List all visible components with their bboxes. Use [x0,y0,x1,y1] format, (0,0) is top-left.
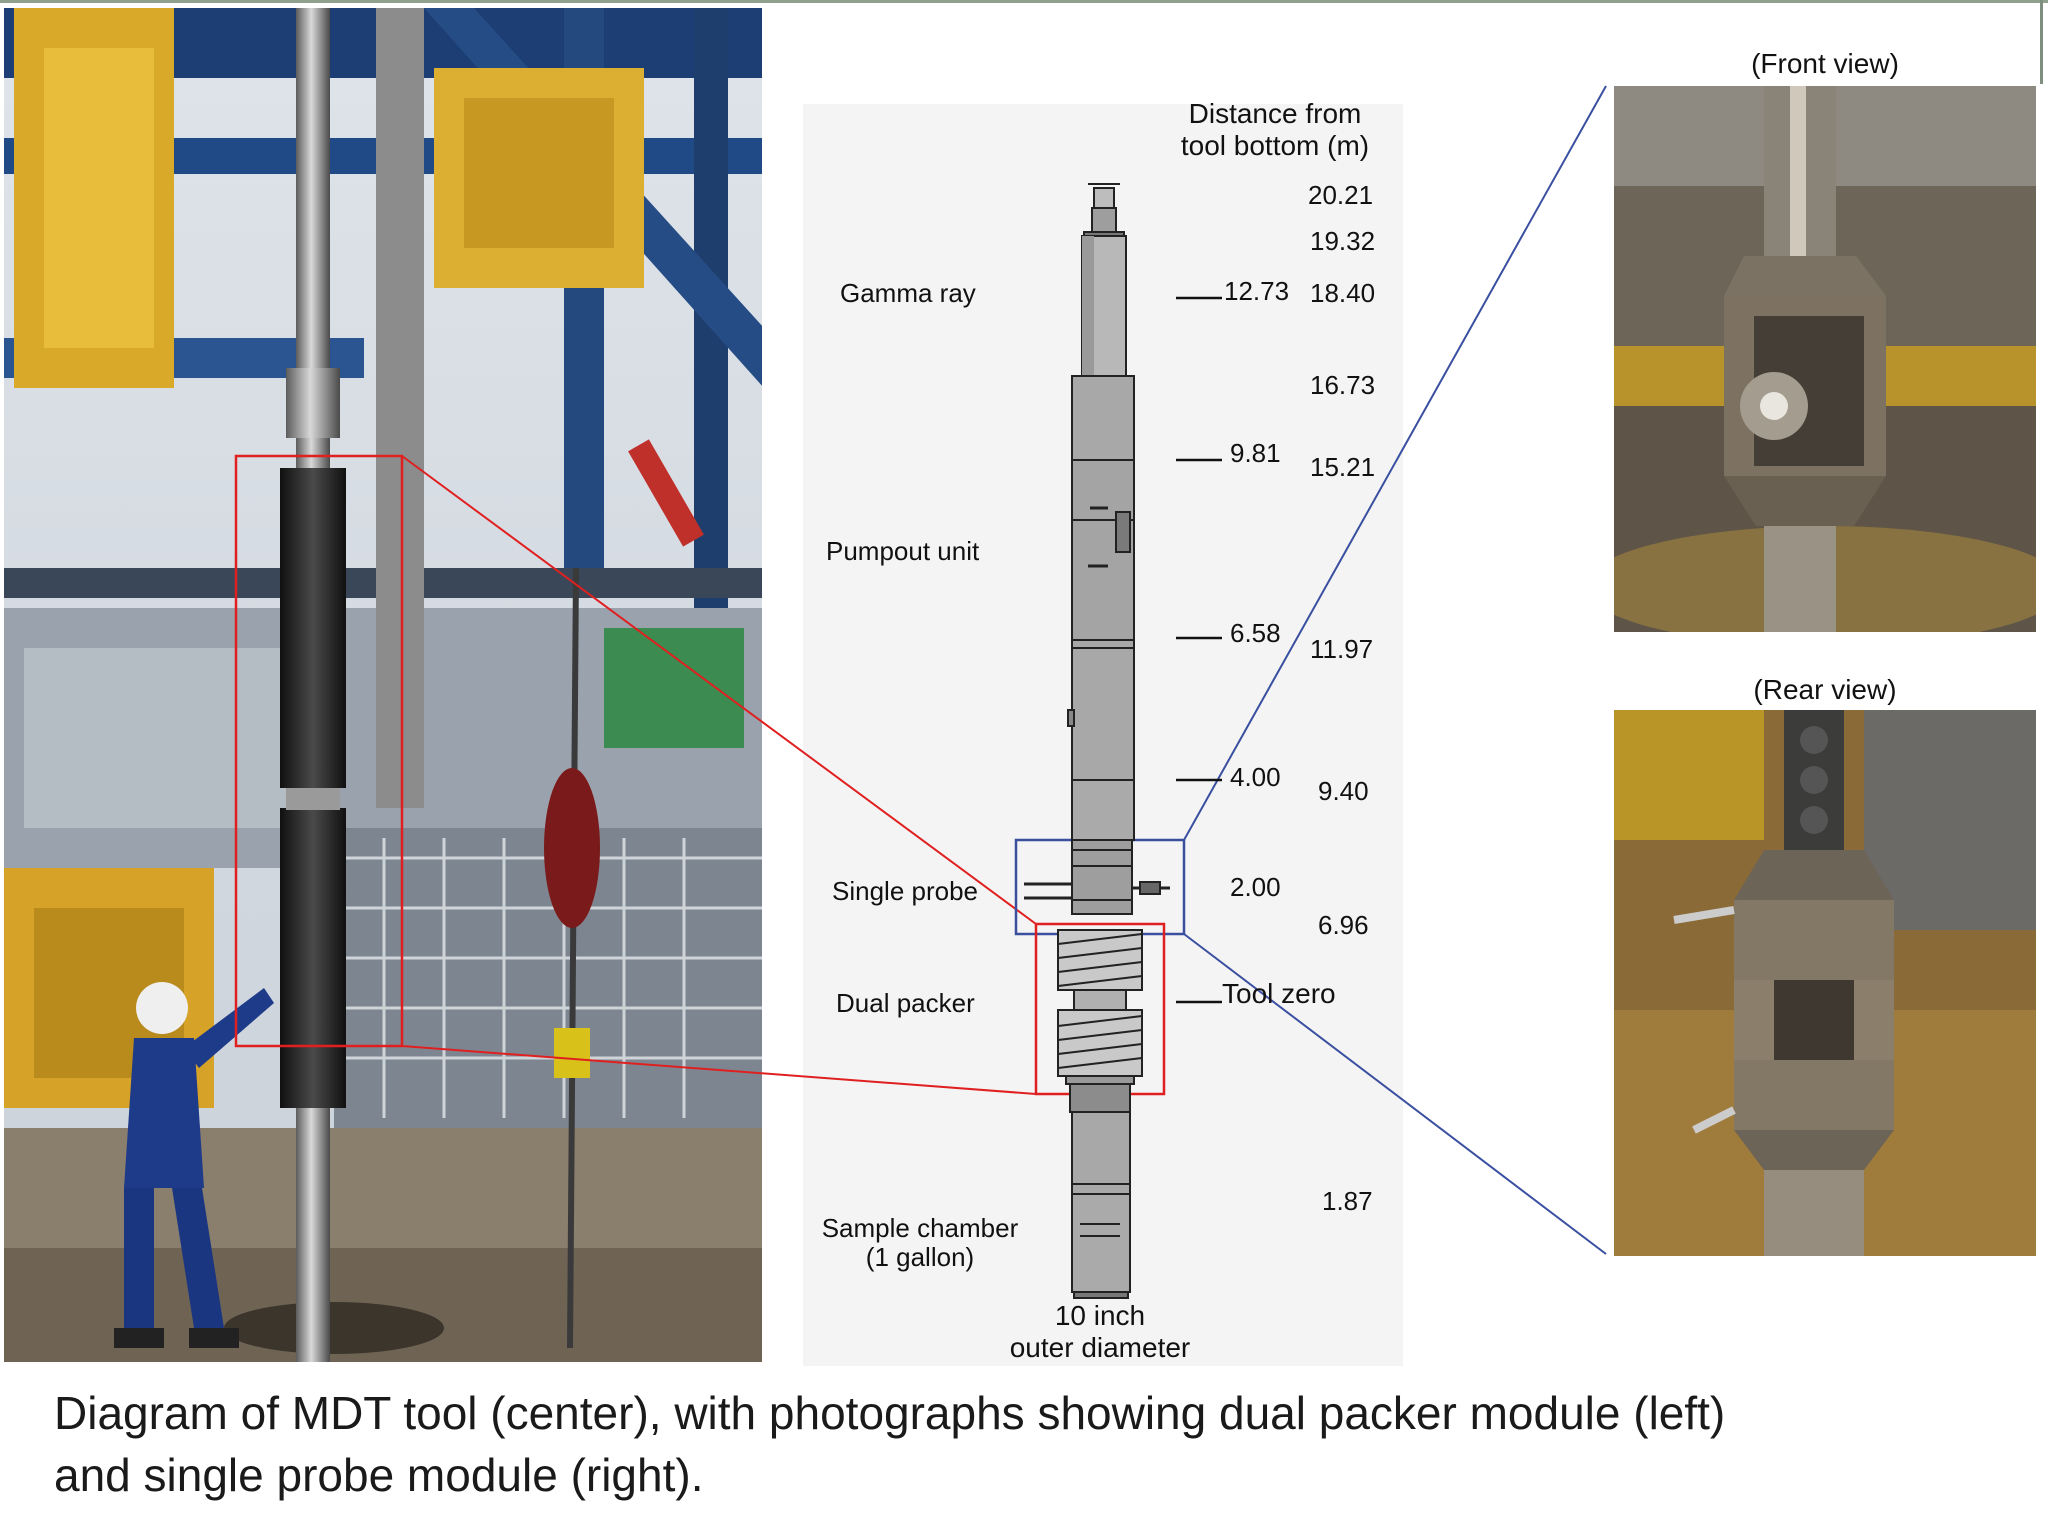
dual-packer-photo [4,8,762,1362]
rear-view-photo-illustration [1614,710,2036,1256]
distance-value-4: 16.73 [1310,370,1376,400]
photo-highlight-box [234,454,404,1048]
caption-line1: Diagram of MDT tool (center), with photo… [54,1387,1726,1439]
distance-value-5: 15.21 [1310,452,1376,482]
sample-chamber-line2: (1 gallon) [865,1242,975,1272]
diameter-line1: 10 inch [1054,1300,1146,1331]
tick-value-1: 12.73 [1224,276,1290,306]
distance-value-6: 11.97 [1310,634,1374,664]
dual-packer-photo-illustration [4,8,762,1362]
figure-caption: Diagram of MDT tool (center), with photo… [54,1382,2014,1506]
diameter-label: 10 inch outer diameter [960,1300,1240,1364]
rear-view-photo [1614,710,2036,1256]
label-single-probe: Single probe [832,876,978,906]
sample-chamber-line1: Sample chamber [821,1213,1019,1243]
label-tool-zero: Tool zero [1222,978,1336,1009]
front-view-photo [1614,86,2036,632]
front-view-label: (Front view) [1751,48,1899,79]
distance-value-1: 20.21 [1308,180,1374,210]
label-pumpout-unit: Pumpout unit [826,536,980,566]
tick-value-4: 4.00 [1230,762,1281,792]
photo-connector-bottom [401,1045,1037,1095]
distance-ticks [1176,296,1222,1004]
probe-connector-bottom [1183,933,1607,1255]
probe-connector-top [1183,85,1607,841]
tick-value-2: 9.81 [1230,438,1281,468]
right-border [2040,0,2043,84]
caption-line2: and single probe module (right). [54,1449,704,1501]
mdt-tool-string [1024,183,1170,1299]
diameter-line2: outer diameter [1009,1332,1191,1363]
distance-value-3: 18.40 [1310,278,1376,308]
distance-value-9: 1.87 [1322,1186,1373,1216]
front-view-photo-illustration [1614,86,2036,632]
distance-value-8: 6.96 [1318,910,1369,940]
rear-view-label: (Rear view) [1753,674,1897,705]
distance-value-7: 9.40 [1318,776,1369,806]
label-sample-chamber: Sample chamber (1 gallon) [796,1214,1044,1272]
distance-header: Distance from tool bottom (m) [1150,98,1400,162]
tick-value-3: 6.58 [1230,618,1281,648]
distance-header-line2: tool bottom (m) [1180,130,1370,161]
photo-connector-top [401,455,1037,925]
top-border [0,0,2048,3]
label-dual-packer: Dual packer [836,988,975,1018]
distance-value-2: 19.32 [1310,226,1376,256]
tick-value-5: 2.00 [1230,872,1281,902]
distance-header-line1: Distance from [1188,98,1362,129]
label-gamma-ray: Gamma ray [840,278,976,308]
